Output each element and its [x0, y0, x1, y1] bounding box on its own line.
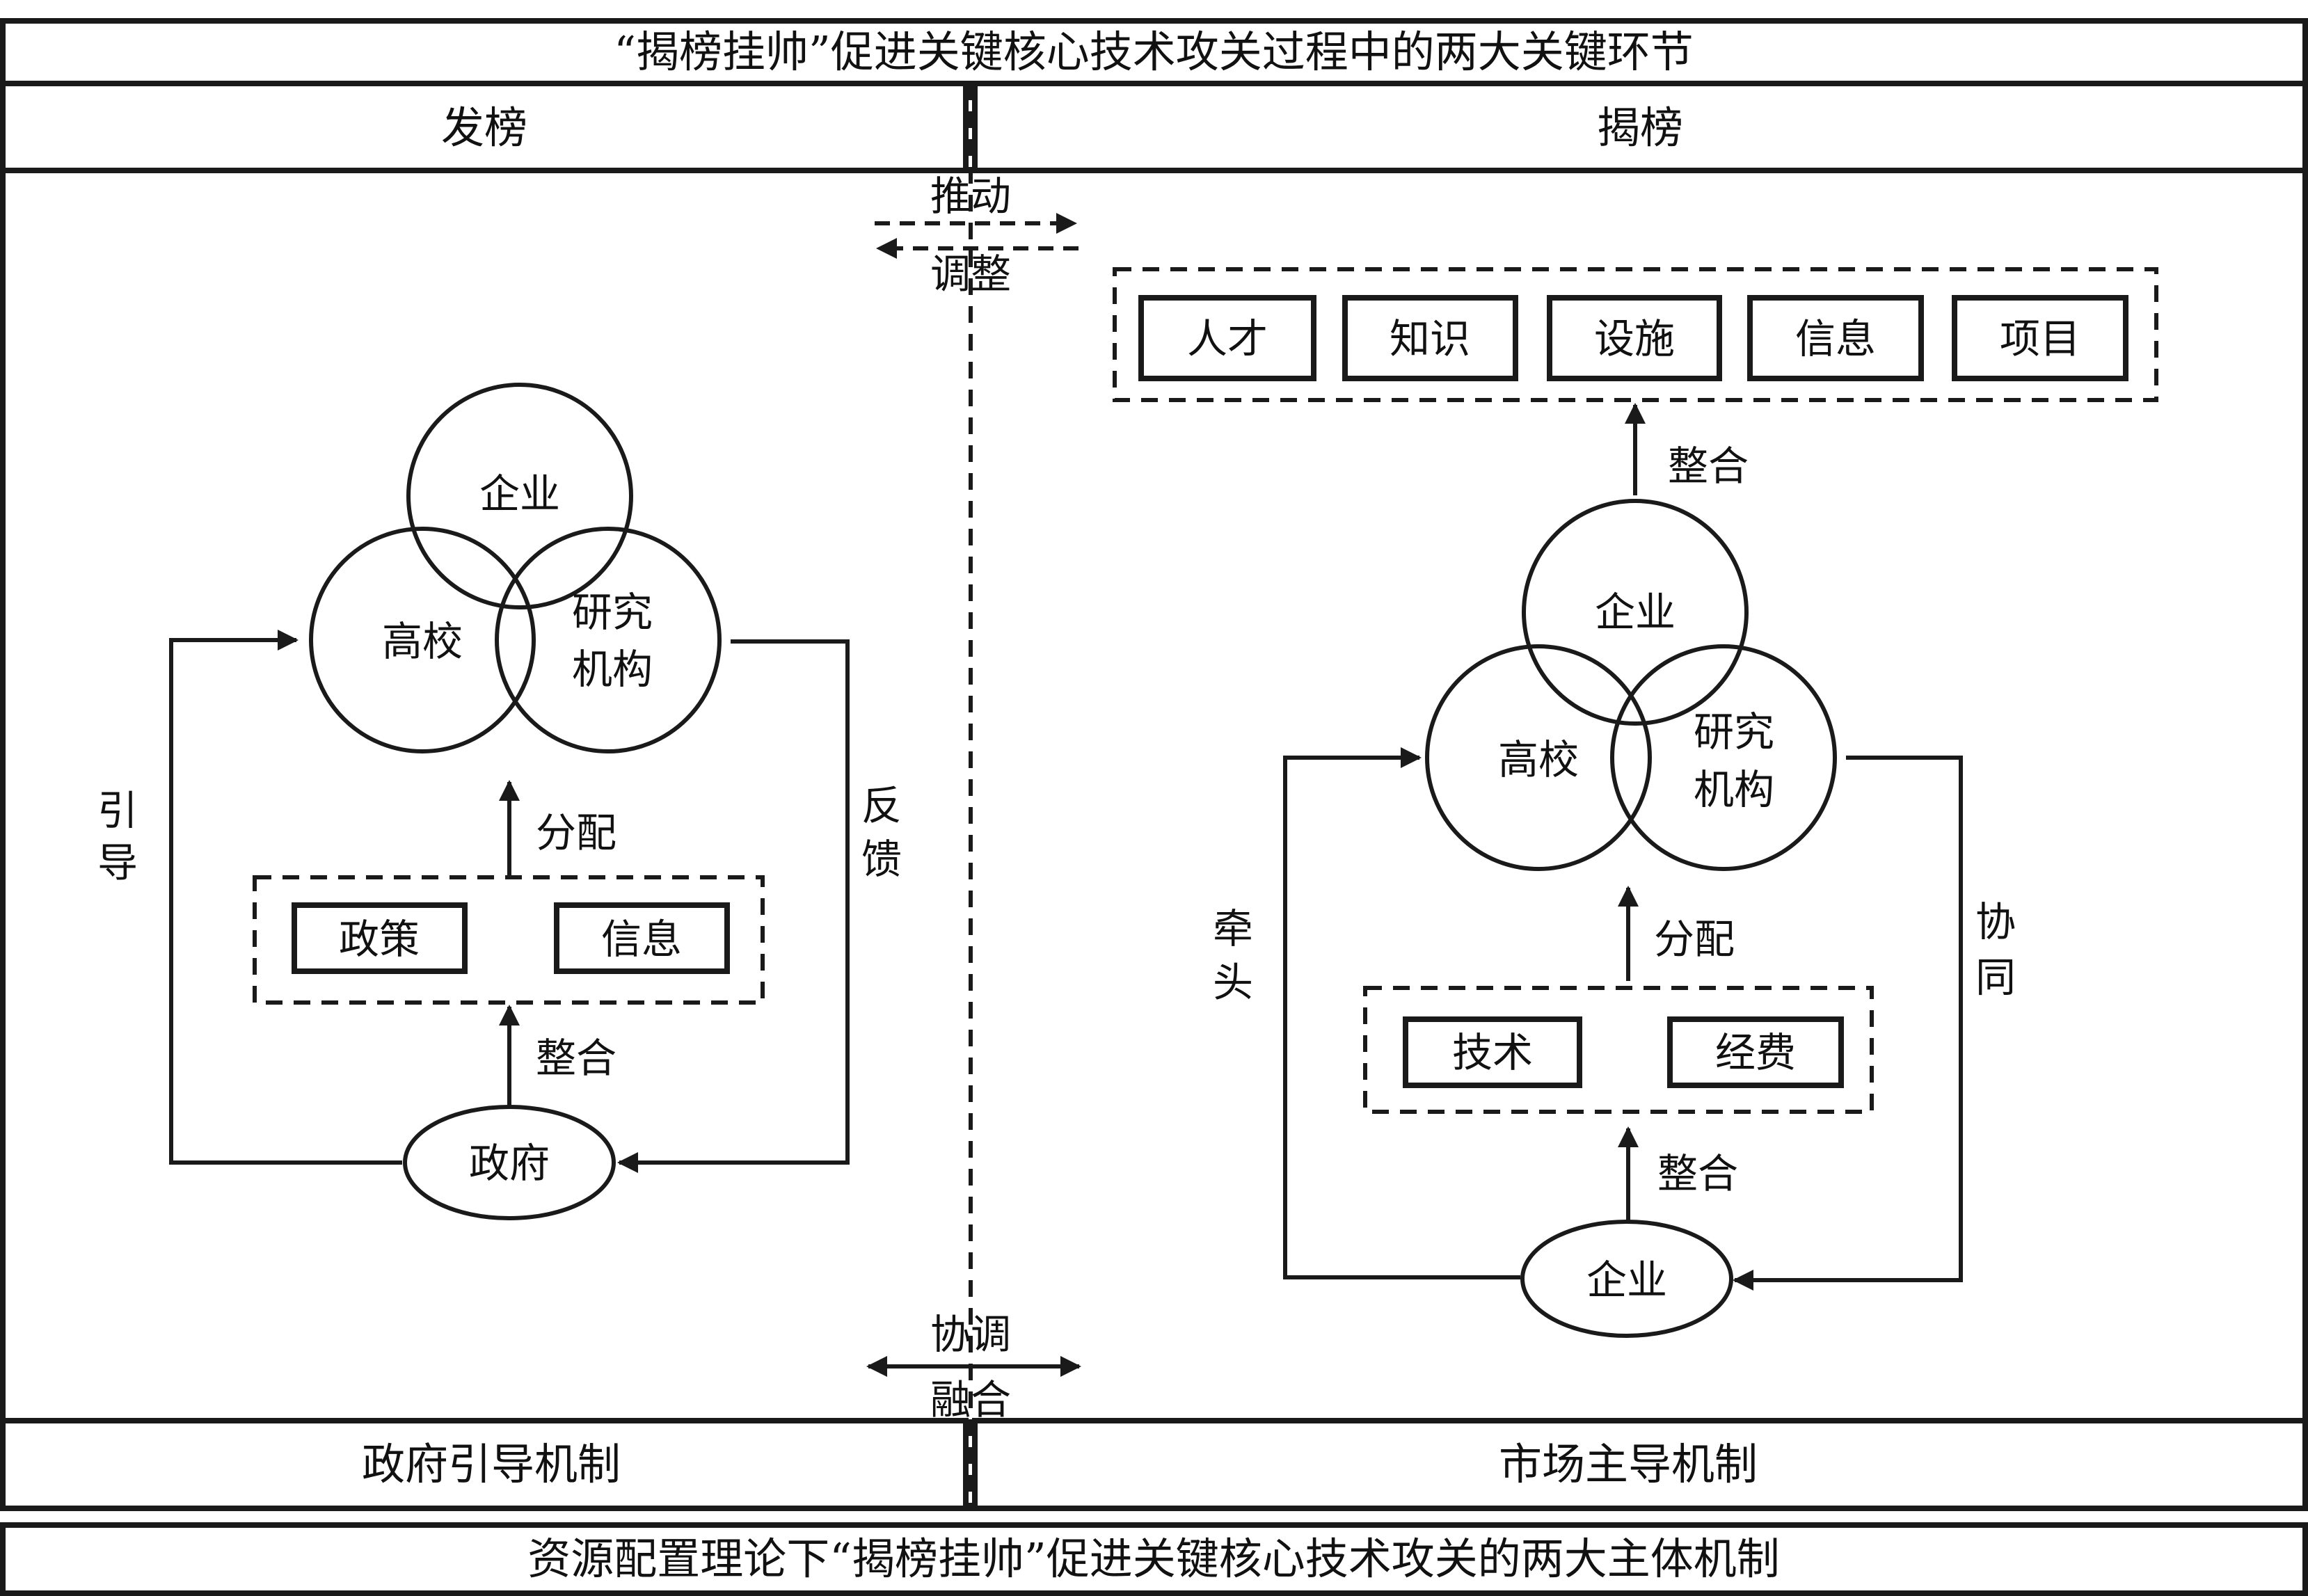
right-lead-label-2: 头 — [1213, 959, 1253, 1006]
right-synergy-label-1: 协 — [1975, 898, 2016, 945]
right-venn-research — [1610, 644, 1837, 871]
left-guide-label-1: 引 — [97, 787, 138, 834]
right-venn-research-label-1: 研究 — [1694, 708, 1774, 756]
right-resource-funding: 经费 — [1715, 1029, 1796, 1076]
right-resources-group — [1363, 986, 1874, 1114]
resource-facilities: 设施 — [1594, 315, 1675, 362]
resource-projects-box — [1952, 295, 2128, 381]
left-resource-info-box — [554, 902, 730, 974]
resource-knowledge-box — [1342, 295, 1518, 381]
right-resource-funding-box — [1667, 1016, 1844, 1088]
right-venn-enterprise — [1522, 499, 1749, 726]
left-venn-research — [495, 527, 722, 753]
left-venn-university-label: 高校 — [382, 618, 463, 665]
left-guide-loop — [169, 630, 402, 1165]
right-venn-university-label: 高校 — [1498, 736, 1579, 783]
left-mechanism-box — [0, 1418, 969, 1511]
right-venn-research-label-2: 机构 — [1694, 766, 1774, 813]
right-actor-label: 企业 — [1586, 1256, 1667, 1304]
resource-knowledge: 知识 — [1390, 315, 1470, 362]
right-lead-loop — [1283, 747, 1520, 1279]
left-venn-enterprise — [406, 383, 633, 609]
right-stage-label: 揭榜 — [1597, 102, 1683, 153]
right-distribute-label: 分配 — [1654, 916, 1735, 963]
left-guide-label-2: 导 — [97, 839, 138, 886]
push-label: 推动 — [930, 173, 1011, 220]
left-resource-policy: 政策 — [339, 916, 420, 963]
resource-information: 信息 — [1795, 315, 1876, 362]
left-distribute-label: 分配 — [536, 809, 616, 856]
right-mechanism-label: 市场主导机制 — [1499, 1439, 1758, 1490]
left-venn-research-label-2: 机构 — [572, 646, 653, 693]
left-resource-policy-box — [292, 902, 468, 974]
left-venn-university — [309, 527, 536, 753]
left-stage-label: 发榜 — [441, 102, 527, 153]
right-synergy-label-2: 同 — [1975, 954, 2016, 1001]
caption-box — [0, 1522, 2308, 1596]
right-actor-enterprise — [1520, 1220, 1733, 1338]
left-stage-box — [0, 81, 969, 173]
right-stage-box — [972, 81, 2308, 173]
left-actor-label: 政府 — [469, 1140, 550, 1187]
resource-facilities-box — [1547, 295, 1722, 381]
left-resource-info: 信息 — [601, 916, 682, 963]
right-resource-tech-box — [1403, 1016, 1582, 1088]
left-feedback-label-1: 反 — [861, 782, 902, 829]
right-mechanism-box — [972, 1418, 2308, 1511]
left-venn-enterprise-label: 企业 — [479, 470, 560, 518]
left-resources-group — [253, 875, 765, 1005]
adjust-label: 调整 — [930, 250, 1011, 298]
left-mechanism-label: 政府引导机制 — [362, 1439, 621, 1490]
right-synergy-loop — [1733, 756, 1963, 1291]
right-venn-university — [1425, 644, 1652, 871]
left-actor-government — [403, 1105, 616, 1220]
coordinate-label: 协调 — [930, 1311, 1011, 1358]
right-integrate-label: 整合 — [1657, 1150, 1738, 1197]
left-integrate-label: 整合 — [536, 1035, 616, 1082]
resource-talent-box — [1138, 295, 1316, 381]
right-lead-label-1: 牵 — [1213, 905, 1253, 952]
diagram-caption: 资源配置理论下“揭榜挂帅”促进关键核心技术攻关的两大主体机制 — [527, 1533, 1779, 1584]
left-feedback-loop — [617, 639, 850, 1173]
left-venn-research-label-1: 研究 — [572, 589, 653, 636]
right-resource-tech: 技术 — [1452, 1029, 1533, 1076]
diagram-title: “揭榜挂帅”促进关键核心技术攻关过程中的两大关键环节 — [614, 26, 1693, 77]
resource-talent: 人才 — [1187, 315, 1268, 362]
resource-information-box — [1747, 295, 1924, 381]
left-feedback-label-2: 馈 — [861, 836, 902, 883]
fusion-label: 融合 — [930, 1376, 1011, 1423]
right-integrate-top-label: 整合 — [1668, 442, 1749, 490]
right-venn-enterprise-label: 企业 — [1595, 589, 1676, 636]
resource-projects: 项目 — [2000, 315, 2080, 362]
